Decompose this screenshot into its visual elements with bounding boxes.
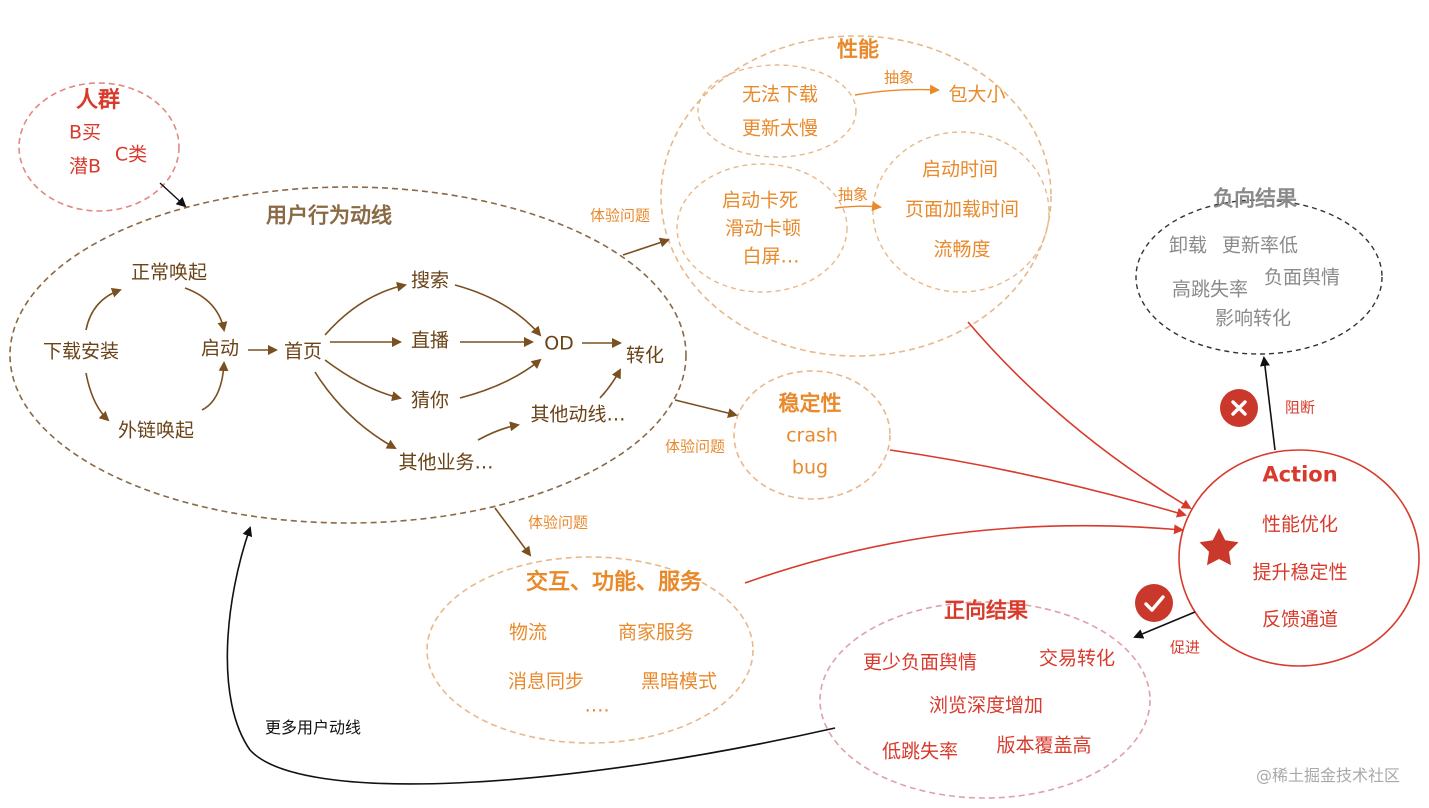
performance-ellipse [660, 35, 1052, 357]
neg-low-update-rate: 更新率低 [1221, 234, 1299, 257]
action-stability-up: 提升稳定性 [1252, 561, 1348, 584]
arrow-action-to-positive [1133, 611, 1196, 639]
action-title: Action [1262, 462, 1338, 487]
edge-label-exp-perf: 体验问题 [589, 206, 651, 225]
edge-label-block: 阻断 [1284, 398, 1316, 417]
node-conversion: 转化 [625, 344, 665, 367]
positive-ellipse [819, 601, 1151, 799]
perf-white-screen: 白屏… [742, 245, 800, 268]
negative-title: 负向结果 [1213, 186, 1297, 211]
crowd-c-class: C类 [114, 143, 148, 166]
node-home: 首页 [283, 340, 323, 363]
user-flow-title: 用户行为动线 [266, 203, 392, 228]
perf-abstract-2: 抽象 [837, 185, 869, 204]
arrow-action-to-negative [1259, 356, 1276, 451]
edge-label-promote: 促进 [1169, 638, 1201, 657]
perf-download-fail: 无法下载 [741, 83, 819, 106]
node-normal-wake: 正常唤起 [130, 261, 208, 284]
node-external-wake: 外链唤起 [117, 419, 195, 442]
inter-merchant-service: 商家服务 [617, 621, 695, 644]
crowd-title: 人群 [75, 88, 121, 113]
node-search: 搜索 [410, 269, 450, 292]
node-other-business: 其他业务… [398, 451, 494, 474]
pos-less-negative: 更少负面舆情 [862, 651, 978, 674]
crowd-latent-b: 潜B [68, 155, 102, 178]
crowd-ellipse [18, 82, 180, 212]
inter-logistics: 物流 [508, 621, 548, 644]
perf-launch-time: 启动时间 [921, 158, 999, 181]
neg-high-bounce: 高跳失率 [1171, 278, 1249, 301]
action-circle [1178, 449, 1420, 667]
node-od: OD [544, 332, 574, 355]
pos-low-bounce: 低跳失率 [881, 740, 959, 763]
stability-title: 稳定性 [778, 391, 842, 416]
pos-version-coverage: 版本覆盖高 [996, 734, 1092, 757]
pos-browse-depth: 浏览深度增加 [928, 694, 1044, 717]
stability-crash: crash [786, 424, 838, 447]
perf-sub-download-ellipse [697, 64, 857, 158]
arrow-abstract-2 [834, 201, 882, 212]
user-flow-ellipse [9, 186, 687, 524]
arrow-more-flows [226, 526, 836, 785]
user-flow-arrows [85, 237, 738, 557]
promote-check-icon [1135, 584, 1173, 622]
edge-label-more-flows: 更多用户动线 [264, 718, 362, 737]
edge-label-exp-stab: 体验问题 [664, 437, 726, 456]
edge-label-exp-inter: 体验问题 [527, 513, 589, 532]
performance-title: 性能 [837, 37, 879, 62]
arrow-stab-to-action [889, 449, 1187, 518]
perf-update-slow: 更新太慢 [741, 117, 819, 140]
arrow-abstract-1 [854, 84, 940, 96]
action-feedback: 反馈通道 [1261, 608, 1339, 631]
node-other-flows: 其他动线… [530, 403, 626, 426]
node-guess: 猜你 [410, 389, 450, 412]
stability-ellipse [733, 370, 891, 500]
arrow-inter-to-action [744, 524, 1184, 584]
crowd-b-buy: B买 [68, 121, 102, 144]
node-launch: 启动 [200, 337, 240, 360]
perf-package-size: 包大小 [948, 83, 1006, 106]
arrow-crowd-to-flow [159, 182, 187, 208]
node-live: 直播 [410, 329, 450, 352]
star-icon [1199, 528, 1239, 566]
negative-ellipse [1135, 199, 1383, 355]
pos-trade-conversion: 交易转化 [1038, 647, 1116, 670]
inter-dark-mode: 黑暗模式 [640, 670, 718, 693]
perf-abstract-1: 抽象 [883, 68, 915, 87]
perf-page-load-time: 页面加载时间 [904, 198, 1020, 221]
perf-scroll-lag: 滑动卡顿 [724, 217, 802, 240]
inter-more: …. [584, 694, 610, 717]
inter-message-sync: 消息同步 [507, 670, 585, 693]
perf-sub-metrics-ellipse [872, 131, 1050, 293]
watermark: @稀土掘金技术社区 [1255, 766, 1401, 785]
neg-affect-conversion: 影响转化 [1214, 307, 1292, 330]
neg-uninstall: 卸载 [1168, 234, 1208, 257]
action-perf-opt: 性能优化 [1261, 513, 1339, 536]
perf-fluency: 流畅度 [933, 238, 991, 261]
perf-launch-freeze: 启动卡死 [721, 189, 799, 212]
arrow-perf-to-action [967, 321, 1192, 510]
stability-bug: bug [791, 456, 829, 479]
interaction-title: 交互、功能、服务 [525, 570, 703, 595]
perf-sub-freeze-ellipse [676, 163, 848, 293]
positive-title: 正向结果 [944, 598, 1028, 623]
interaction-ellipse [426, 556, 754, 744]
neg-negative-opinion: 负面舆情 [1263, 266, 1341, 289]
block-x-icon [1220, 389, 1258, 427]
node-download-install: 下载安装 [42, 340, 120, 363]
